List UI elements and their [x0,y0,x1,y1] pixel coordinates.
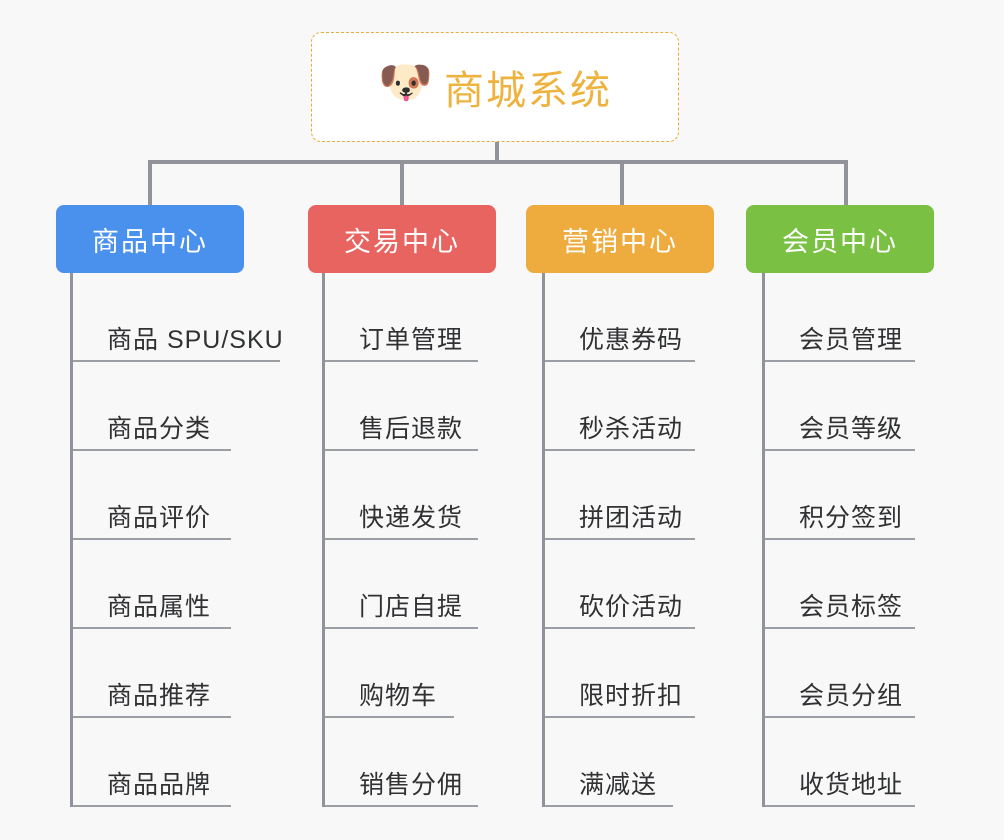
leaf-list: 商品 SPU/SKU 商品分类 商品评价 商品属性 商品推荐 商品品牌 [73,273,283,807]
leaf-item-label: 商品品牌 [107,770,212,799]
leaf-item[interactable]: 商品 SPU/SKU [73,273,283,362]
leaf-item[interactable]: 限时折扣 [545,629,695,718]
connector-horizontal-bus [148,160,848,164]
leaf-item-label: 商品 SPU/SKU [107,325,284,354]
leaf-item-label: 积分签到 [799,503,904,532]
leaf-item-label: 商品分类 [107,414,212,443]
leaf-item-label: 会员标签 [799,592,904,621]
leaf-item-label: 门店自提 [359,592,464,621]
leaf-item[interactable]: 购物车 [325,629,454,718]
leaf-item[interactable]: 订单管理 [325,273,478,362]
leaf-item-label: 订单管理 [359,325,464,354]
leaf-item[interactable]: 售后退款 [325,362,478,451]
leaf-item[interactable]: 收货地址 [765,718,915,807]
leaf-item-label: 商品属性 [107,592,212,621]
root-node-shopping-mall-system[interactable]: 🐶 商城系统 [311,32,679,142]
column-spine [762,273,765,807]
category-box-member-center[interactable]: 会员中心 [746,205,934,273]
leaf-item[interactable]: 会员管理 [765,273,915,362]
leaf-item-label: 限时折扣 [579,681,684,710]
leaf-item[interactable]: 会员分组 [765,629,915,718]
category-label: 商品中心 [92,226,208,257]
leaf-item[interactable]: 拼团活动 [545,451,695,540]
leaf-list: 会员管理 会员等级 积分签到 会员标签 会员分组 收货地址 [765,273,915,807]
connector-root-trunk [495,142,499,164]
connector-drop-3 [620,160,624,207]
connector-drop-4 [844,160,848,207]
leaf-item-label: 收货地址 [799,770,904,799]
category-label: 营销中心 [562,226,678,257]
leaf-item[interactable]: 积分签到 [765,451,915,540]
leaf-item[interactable]: 会员等级 [765,362,915,451]
leaf-item[interactable]: 商品属性 [73,540,231,629]
dog-face-icon: 🐶 [378,58,433,107]
leaf-item[interactable]: 商品品牌 [73,718,231,807]
category-label: 会员中心 [782,226,898,257]
leaf-item-label: 购物车 [359,681,438,710]
leaf-item-label: 秒杀活动 [579,414,684,443]
leaf-item[interactable]: 商品评价 [73,451,231,540]
leaf-item-label: 会员等级 [799,414,904,443]
leaf-item-label: 砍价活动 [579,592,684,621]
leaf-item-label: 售后退款 [359,414,464,443]
leaf-item-label: 商品推荐 [107,681,212,710]
leaf-item[interactable]: 快递发货 [325,451,478,540]
leaf-list: 优惠券码 秒杀活动 拼团活动 砍价活动 限时折扣 满减送 [545,273,695,807]
leaf-item[interactable]: 砍价活动 [545,540,695,629]
leaf-item-label: 满减送 [579,770,658,799]
leaf-item[interactable]: 商品推荐 [73,629,231,718]
category-box-product-center[interactable]: 商品中心 [56,205,244,273]
column-spine [542,273,545,807]
leaf-item-label: 销售分佣 [359,770,464,799]
category-label: 交易中心 [344,226,460,257]
category-box-marketing-center[interactable]: 营销中心 [526,205,714,273]
leaf-item[interactable]: 会员标签 [765,540,915,629]
leaf-item-label: 快递发货 [359,503,464,532]
connector-drop-1 [148,160,152,207]
leaf-item[interactable]: 优惠券码 [545,273,695,362]
leaf-item[interactable]: 商品分类 [73,362,231,451]
leaf-item[interactable]: 秒杀活动 [545,362,695,451]
leaf-item-label: 拼团活动 [579,503,684,532]
leaf-item-label: 优惠券码 [579,325,684,354]
root-node-title: 商城系统 [444,69,612,113]
connector-drop-2 [400,160,404,207]
leaf-list: 订单管理 售后退款 快递发货 门店自提 购物车 销售分佣 [325,273,478,807]
column-spine [70,273,73,807]
leaf-item[interactable]: 满减送 [545,718,673,807]
category-box-trade-center[interactable]: 交易中心 [308,205,496,273]
leaf-item[interactable]: 销售分佣 [325,718,478,807]
leaf-item-label: 会员分组 [799,681,904,710]
leaf-item-label: 商品评价 [107,503,212,532]
column-spine [322,273,325,807]
leaf-item[interactable]: 门店自提 [325,540,478,629]
leaf-item-label: 会员管理 [799,325,904,354]
